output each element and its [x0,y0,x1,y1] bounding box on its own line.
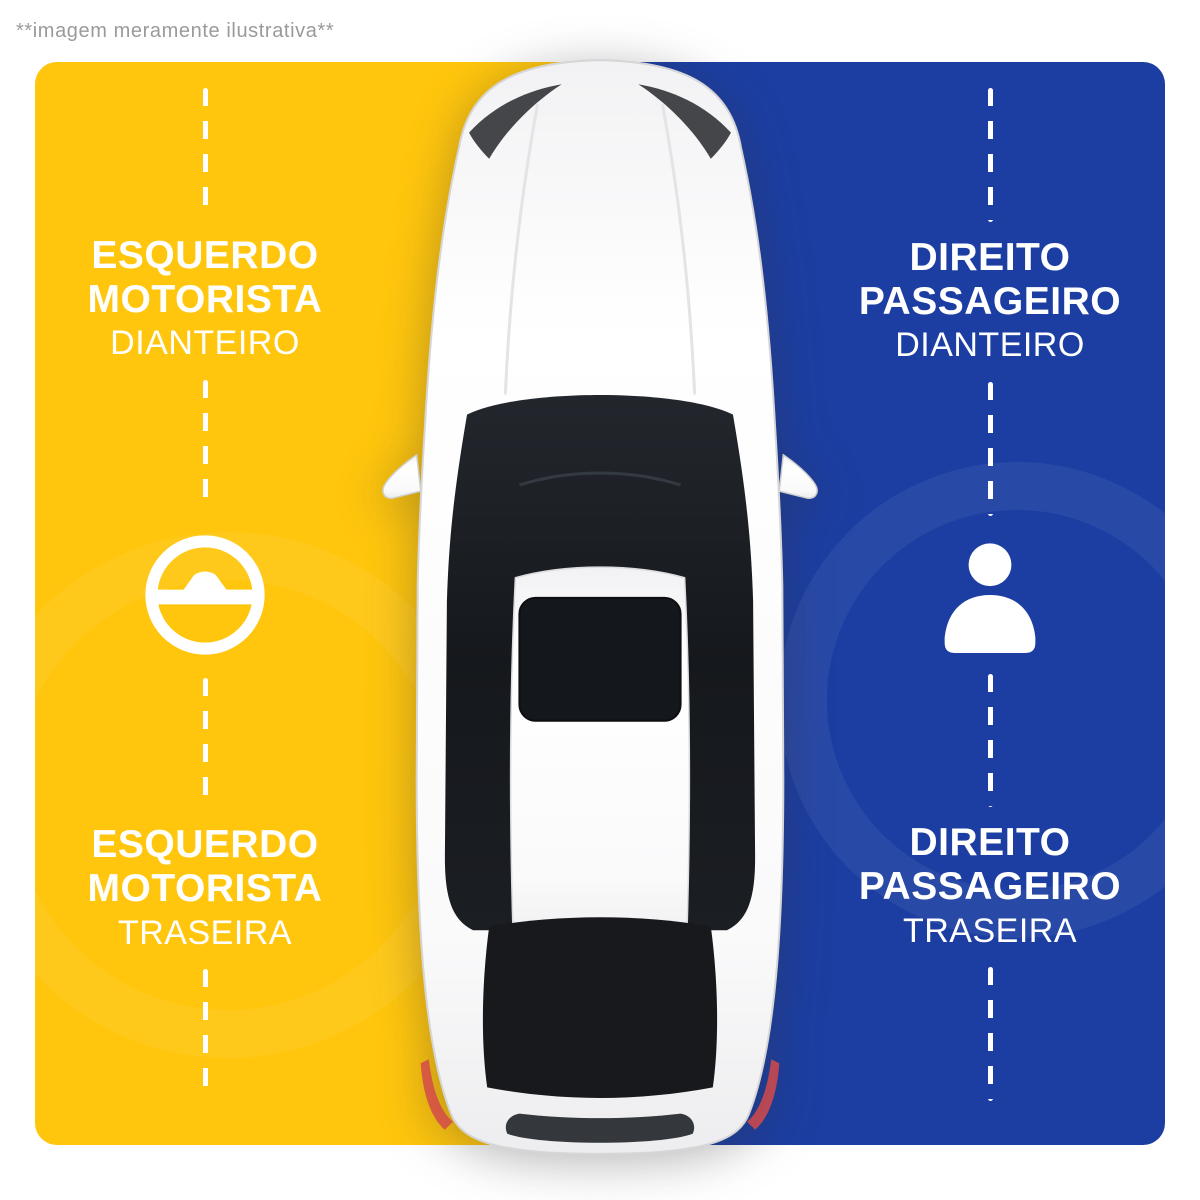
passenger-icon [927,516,1053,674]
rear-window [482,917,718,1098]
dashed-line-segment [987,88,993,222]
label-line: DIANTEIRO [895,326,1085,365]
passenger-front-label: DIREITO PASSAGEIRO DIANTEIRO [855,222,1125,382]
label-line: TRASEIRA [902,911,1078,950]
dashed-line-segment [202,969,208,1101]
driver-guide-column: ESQUERDO MOTORISTA DIANTEIRO ESQUERDO MO… [40,88,370,1101]
sunroof [518,596,682,722]
label-line: DIREITO [909,821,1071,865]
passenger-rear-label: DIREITO PASSAGEIRO TRASEIRA [855,807,1125,967]
dashed-line-segment [202,677,208,810]
car-top-view-illustration [350,52,850,1170]
dashed-line-segment [987,381,993,516]
dashed-line-segment [987,967,993,1101]
label-line: DIANTEIRO [110,324,300,363]
passenger-guide-column: DIREITO PASSAGEIRO DIANTEIRO DIREITO PAS… [825,88,1155,1101]
label-line: MOTORISTA [87,867,323,911]
dashed-line-segment [987,673,993,808]
label-line: TRASEIRA [117,913,293,952]
dashed-line-segment [202,379,208,512]
label-line: ESQUERDO [91,233,319,277]
label-line: PASSAGEIRO [858,279,1122,323]
disclaimer-text: **imagem meramente ilustrativa** [16,20,335,42]
dashed-line-segment [202,88,208,220]
driver-front-label: ESQUERDO MOTORISTA DIANTEIRO [84,220,327,380]
label-line: DIREITO [909,235,1071,279]
right-mirror [778,453,818,499]
label-line: MOTORISTA [87,277,323,321]
label-line: ESQUERDO [91,823,319,867]
driver-rear-label: ESQUERDO MOTORISTA TRASEIRA [84,809,327,969]
left-mirror [382,453,422,499]
steering-wheel-icon [138,512,272,678]
label-line: PASSAGEIRO [858,865,1122,909]
